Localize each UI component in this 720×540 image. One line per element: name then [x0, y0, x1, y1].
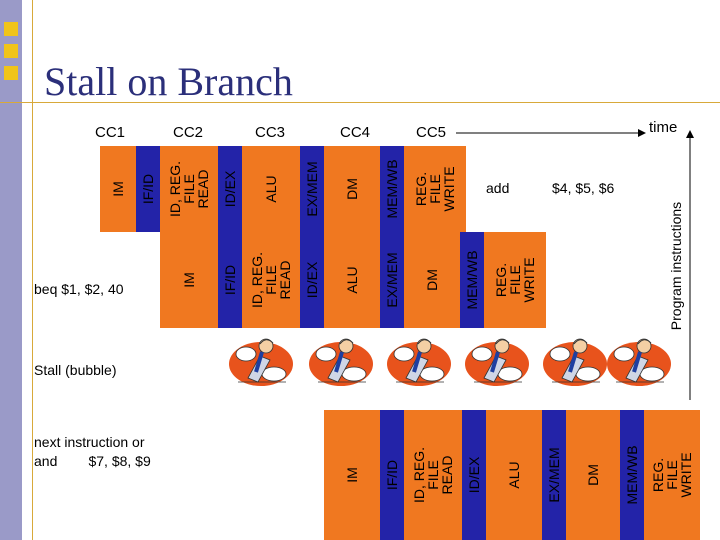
next-stage-memwb: MEM/WB — [620, 410, 644, 540]
beq-stage-reg-read: ID, REG. FILE READ — [242, 232, 300, 328]
next-stage-alu: ALU — [486, 410, 542, 540]
next-stage-im: IM — [324, 410, 380, 540]
beq-stage-im: IM — [160, 232, 218, 328]
beq-stage-memwb: MEM/WB — [460, 232, 484, 328]
time-label: time — [649, 119, 677, 136]
bubble-icon — [604, 334, 674, 390]
beq-instruction-label: beq $1, $2, 40 — [34, 281, 124, 297]
add-stage-reg-write: REG. FILE WRITE — [404, 146, 466, 232]
and-instruction-label: and $7, $8, $9 — [34, 453, 151, 469]
next-instruction-label: next instruction or — [34, 434, 145, 450]
beq-stage-ifid: IF/ID — [218, 232, 242, 328]
beq-stage-alu: ALU — [324, 232, 380, 328]
next-stage-idex: ID/EX — [462, 410, 486, 540]
add-operands-label: $4, $5, $6 — [552, 180, 614, 196]
next-stage-dm: DM — [566, 410, 620, 540]
bubble-icon — [540, 334, 610, 390]
bubble-icon — [384, 334, 454, 390]
add-stage-reg-read: ID, REG. FILE READ — [160, 146, 218, 232]
bubble-icon — [306, 334, 376, 390]
add-instruction-label: add — [486, 180, 509, 196]
next-stage-reg-read: ID, REG. FILE READ — [404, 410, 462, 540]
beq-stage-dm: DM — [404, 232, 460, 328]
add-stage-dm: DM — [324, 146, 380, 232]
next-stage-ifid: IF/ID — [380, 410, 404, 540]
bubble-icon — [462, 334, 532, 390]
add-stage-im: IM — [100, 146, 136, 232]
bubble-icon — [226, 334, 296, 390]
add-stage-memwb: MEM/WB — [380, 146, 404, 232]
add-stage-exmem: EX/MEM — [300, 146, 324, 232]
add-stage-ifid: IF/ID — [136, 146, 160, 232]
beq-stage-idex: ID/EX — [300, 232, 324, 328]
beq-stage-reg-write: REG. FILE WRITE — [484, 232, 546, 328]
add-stage-idex: ID/EX — [218, 146, 242, 232]
next-stage-exmem: EX/MEM — [542, 410, 566, 540]
stall-label: Stall (bubble) — [34, 362, 117, 378]
next-stage-reg-write: REG. FILE WRITE — [644, 410, 700, 540]
program-instructions-label: Program instructions — [668, 202, 684, 330]
beq-stage-exmem: EX/MEM — [380, 232, 404, 328]
add-stage-alu: ALU — [242, 146, 300, 232]
